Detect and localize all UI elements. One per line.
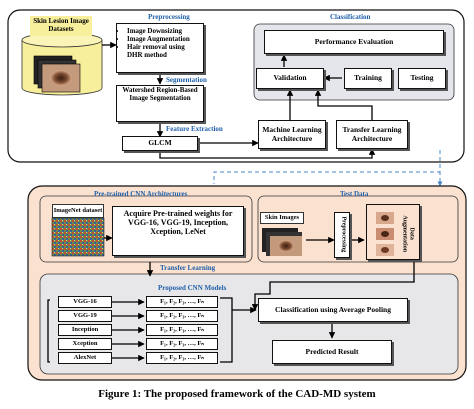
imagenet-mosaic	[51, 217, 105, 257]
preprocessing-vertical-label: Preprocessing	[340, 216, 347, 253]
feature-vector: F₁, F₂, F₃, …, Fₙ	[146, 310, 218, 322]
figure-caption: Figure 1: The proposed framework of the …	[98, 388, 376, 400]
feature-vector: F₁, F₂, F₃, …, Fₙ	[146, 352, 218, 364]
transfer-learning-title: Transfer Learning	[160, 264, 216, 272]
testing-box: Testing	[398, 68, 446, 89]
preprocessing-title: Preprocessing	[148, 13, 190, 21]
preprocessing-item: Hair removal using DHR method	[127, 43, 201, 59]
feature-extraction-title: Feature Extraction	[166, 125, 223, 133]
segmentation-title: Segmentation	[166, 76, 207, 84]
test-data-title: Test Data	[340, 190, 369, 198]
proposed-cnn-title: Proposed CNN Models	[158, 284, 227, 292]
preprocessing-item: Image Downsizing	[127, 27, 201, 35]
performance-evaluation-box: Performance Evaluation	[264, 30, 444, 54]
tl-architecture-box: Transfer Learning Architecture	[336, 120, 408, 149]
model-box-vgg16: VGG-16	[58, 296, 112, 308]
preprocessing-item: Image Augmentation	[127, 35, 201, 43]
predicted-result-box: Predicted Result	[272, 340, 392, 364]
acquire-weights-box: Acquire Pre-trained weights for VGG-16, …	[112, 206, 244, 256]
dashed-connector	[213, 150, 443, 187]
validation-box: Validation	[256, 68, 324, 89]
data-augmentation-box: Data Augmentation	[366, 204, 420, 260]
skin-images-label: Skin Images	[260, 212, 304, 224]
feature-vector: F₁, F₂, F₃, …, Fₙ	[146, 338, 218, 350]
augmentation-thumbnails	[376, 212, 394, 256]
lesion-photo-stack	[33, 55, 81, 93]
segmentation-label: Watershed Region-Based Image Segmentatio…	[122, 86, 198, 102]
imagenet-label: ImageNet dataset	[52, 204, 104, 218]
model-box-alexnet: AlexNet	[58, 352, 112, 364]
training-box: Training	[344, 68, 392, 89]
model-box-inception: Inception	[58, 324, 112, 336]
classification-title: Classification	[330, 13, 371, 21]
data-augmentation-label: Data Augmentation	[402, 215, 415, 253]
average-pooling-box: Classification using Average Pooling	[258, 298, 408, 322]
top-arrows	[102, 41, 376, 159]
skin-images-stack	[262, 228, 302, 256]
test-data-panel	[257, 195, 459, 263]
pretrained-title: Pre-trained CNN Architectures	[94, 190, 188, 198]
model-box-vgg19: VGG-19	[58, 310, 112, 322]
model-box-xception: Xception	[58, 338, 112, 350]
glcm-box: GLCM	[122, 136, 198, 151]
feature-vector: F₁, F₂, F₃, …, Fₙ	[146, 296, 218, 308]
preprocessing-box: Image Downsizing Image Augmentation Hair…	[116, 23, 204, 73]
feature-vector: F₁, F₂, F₃, …, Fₙ	[146, 324, 218, 336]
ml-architecture-box: Machine Learning Architecture	[258, 120, 326, 149]
datasets-label: Skin Lesion Image Datasets	[30, 16, 92, 36]
segmentation-box: Watershed Region-Based Image Segmentatio…	[116, 85, 204, 122]
bottom-arrows	[47, 234, 415, 363]
preprocessing-vertical-box: Preprocessing	[334, 212, 350, 258]
preprocessing-list: Image Downsizing Image Augmentation Hair…	[119, 27, 201, 59]
